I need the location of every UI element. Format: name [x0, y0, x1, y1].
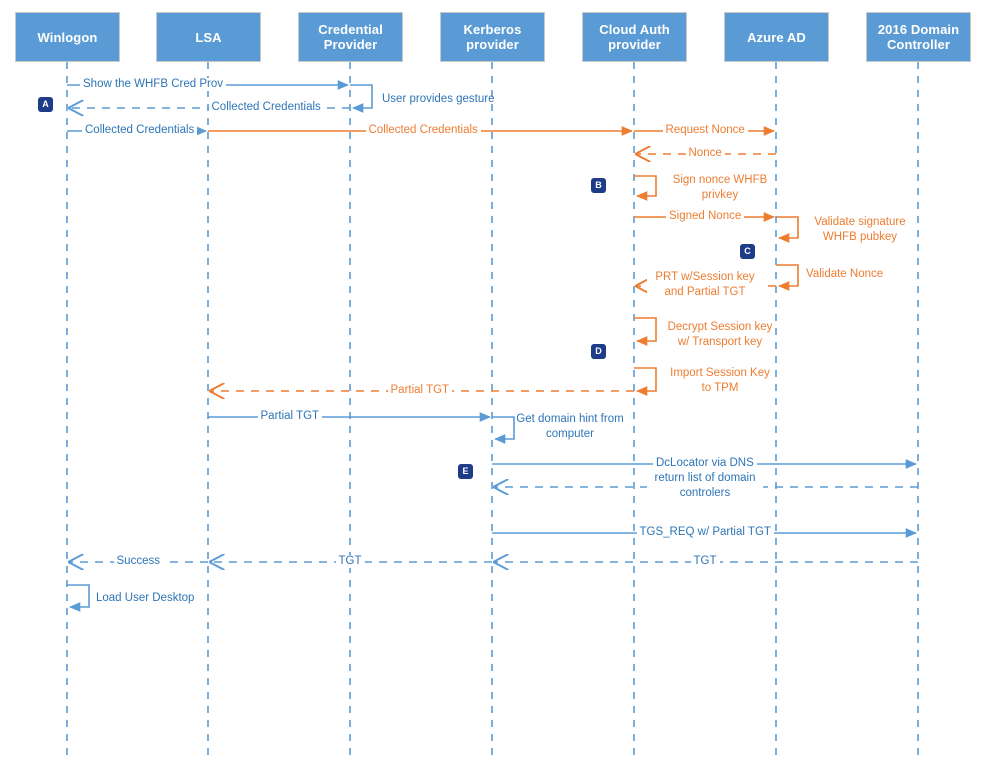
self-message-arrow-s1: [350, 84, 373, 113]
self-message-arrow-s3: [776, 216, 799, 243]
message-label-m15: TGT: [335, 555, 365, 568]
step-badge-c[interactable]: C: [740, 244, 755, 259]
step-badge-b[interactable]: B: [591, 178, 606, 193]
self-message-label-s5: Decrypt Session key w/ Transport key: [667, 321, 773, 348]
self-messages-group: [67, 84, 799, 612]
self-message-label-s7: Get domain hint from computer: [516, 413, 624, 440]
step-badge-d[interactable]: D: [591, 344, 606, 359]
lifelines-group: [66, 62, 919, 758]
actor-label-azuread: Azure AD: [747, 29, 806, 45]
message-label-m13: TGS_REQ w/ Partial TGT: [636, 526, 774, 539]
message-label-m5: Request Nonce: [662, 124, 748, 137]
actor-label-cloudauth: Cloud Auth provider: [599, 22, 670, 52]
self-message-arrow-s2: [634, 175, 657, 201]
message-label-m10: Partial TGT: [257, 410, 323, 423]
message-label-m2: Collected Credentials: [208, 101, 324, 114]
actor-box-azuread[interactable]: Azure AD: [724, 12, 829, 62]
self-message-label-s2: Sign nonce WHFB privkey: [672, 174, 768, 201]
step-badge-a[interactable]: A: [38, 97, 53, 112]
actor-box-kerberos[interactable]: Kerberos provider: [440, 12, 545, 62]
actor-label-winlogon: Winlogon: [37, 29, 98, 45]
self-message-arrow-s8: [67, 584, 90, 612]
self-message-arrow-s5: [634, 317, 657, 346]
message-label-m1: Show the WHFB Cred Prov: [80, 78, 226, 91]
actor-box-lsa[interactable]: LSA: [156, 12, 261, 62]
message-label-m3: Collected Credentials: [82, 124, 198, 137]
message-label-m14: TGT: [690, 555, 720, 568]
self-message-label-s6: Import Session Key to TPM: [670, 367, 770, 394]
self-message-label-s3: Validate signature WHFB pubkey: [814, 216, 906, 243]
message-label-m16: Success: [113, 555, 163, 568]
messages-group: [67, 80, 918, 562]
self-message-arrow-s6: [634, 367, 657, 396]
message-label-m11: DcLocator via DNS: [653, 457, 757, 470]
self-message-arrow-s4: [776, 264, 799, 291]
message-label-m12: return list of domain controlers: [647, 471, 763, 501]
self-message-label-s8: Load User Desktop: [96, 592, 195, 604]
actor-box-winlogon[interactable]: Winlogon: [15, 12, 120, 62]
actor-box-credprov[interactable]: Credential Provider: [298, 12, 403, 62]
actor-label-lsa: LSA: [195, 29, 222, 45]
self-message-label-s1: User provides gesture: [382, 93, 495, 105]
message-label-m6: Nonce: [685, 147, 725, 160]
message-label-m7: Signed Nonce: [666, 210, 745, 223]
self-message-label-s4: Validate Nonce: [806, 268, 884, 280]
self-message-arrow-s7: [492, 416, 515, 444]
actor-label-kerberos: Kerberos provider: [463, 22, 522, 52]
actor-box-dc2016[interactable]: 2016 Domain Controller: [866, 12, 971, 62]
actor-label-credprov: Credential Provider: [318, 22, 383, 52]
message-label-m9: Partial TGT: [387, 384, 453, 397]
step-badge-e[interactable]: E: [458, 464, 473, 479]
message-label-m4: Collected Credentials: [365, 124, 481, 137]
actor-box-cloudauth[interactable]: Cloud Auth provider: [582, 12, 687, 62]
actor-label-dc2016: 2016 Domain Controller: [877, 22, 960, 52]
message-label-m8: PRT w/Session key and Partial TGT: [647, 270, 763, 300]
